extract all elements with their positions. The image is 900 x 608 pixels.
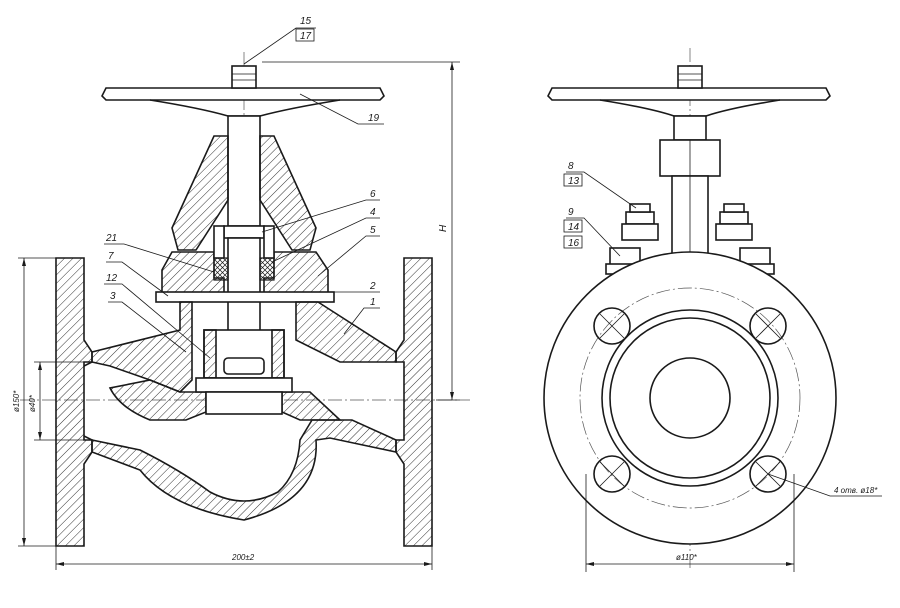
packing-left [213, 257, 229, 281]
dimension-length: 200±2 [55, 546, 433, 570]
handwheel-nut [231, 65, 257, 89]
bonnet-flange [155, 291, 335, 303]
callouts-side: 8 13 9 14 16 [563, 161, 637, 257]
packing-right [259, 257, 275, 281]
dim-bolt-circle-label: ø110* [676, 553, 698, 562]
dimension-bolt-circle: ø110* [585, 474, 795, 572]
callout-5: 5 [370, 225, 376, 236]
front-section-view: H ø150* ø40* 200±2 15 [12, 16, 470, 570]
dim-flange-dia-label: ø150* [12, 390, 21, 412]
callout-3: 3 [110, 291, 116, 302]
dimension-flange-diameter: ø150* [12, 257, 56, 547]
callout-12: 12 [106, 273, 118, 284]
handwheel [101, 65, 385, 117]
callout-9: 9 [568, 207, 574, 218]
callout-16: 16 [568, 238, 580, 249]
callout-13: 13 [568, 176, 580, 187]
callout-2: 2 [369, 281, 376, 292]
holes-note: 4 отв. ø18* [834, 486, 878, 495]
valve-body [55, 257, 433, 547]
callout-6: 6 [370, 189, 376, 200]
callout-1: 1 [370, 297, 376, 308]
bonnet-yoke [161, 135, 329, 301]
valve-disc [195, 329, 293, 415]
bore-circle [649, 357, 731, 439]
flange-outer-circle [543, 251, 837, 545]
raised-face-inner [609, 317, 771, 479]
callout-4: 4 [370, 207, 376, 218]
callout-17: 17 [300, 31, 312, 42]
dim-length-label: 200±2 [231, 553, 255, 562]
callouts-front: 15 17 19 6 4 5 2 1 21 7 12 3 [104, 16, 384, 359]
side-view: ø110* 4 отв. ø18* 8 13 9 14 16 [543, 48, 882, 572]
bolt-circle [579, 287, 801, 509]
bolt-holes [593, 307, 787, 493]
dimension-height: H [262, 61, 460, 401]
dim-h-label: H [438, 224, 449, 232]
dim-bore-label: ø40* [28, 394, 37, 412]
stem [223, 115, 265, 359]
callout-14: 14 [568, 222, 580, 233]
callout-7: 7 [108, 251, 114, 262]
callout-8: 8 [568, 161, 574, 172]
raised-face-outer [601, 309, 779, 487]
callout-15: 15 [300, 16, 312, 27]
callout-21: 21 [105, 233, 117, 244]
callout-19: 19 [368, 113, 380, 124]
dimension-bore-diameter: ø40* [28, 361, 84, 441]
side-handwheel [547, 65, 831, 117]
